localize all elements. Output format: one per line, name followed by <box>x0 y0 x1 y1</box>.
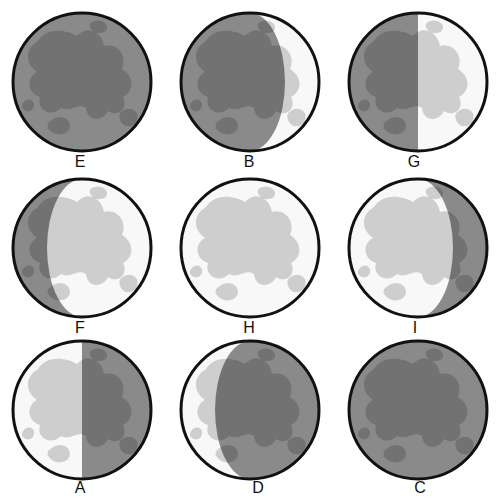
phase-letter: D <box>252 479 264 497</box>
phase-letter: A <box>75 479 86 497</box>
moon-phase <box>181 341 319 479</box>
moon-phase <box>13 13 151 151</box>
moon-phase <box>13 179 151 317</box>
phase-letter: I <box>413 319 417 337</box>
phase-letter: E <box>75 153 86 171</box>
phase-letter: H <box>243 319 255 337</box>
phase-letter: G <box>408 153 420 171</box>
moon-phase <box>349 341 487 479</box>
phase-letter: B <box>244 153 255 171</box>
phase-letter: C <box>414 479 426 497</box>
moon-phase <box>181 179 319 317</box>
phase-letter: F <box>75 319 85 337</box>
moon-phase <box>181 13 319 151</box>
moon-phase <box>349 179 487 317</box>
moon-phase <box>13 341 151 479</box>
moon-phase <box>349 13 487 151</box>
